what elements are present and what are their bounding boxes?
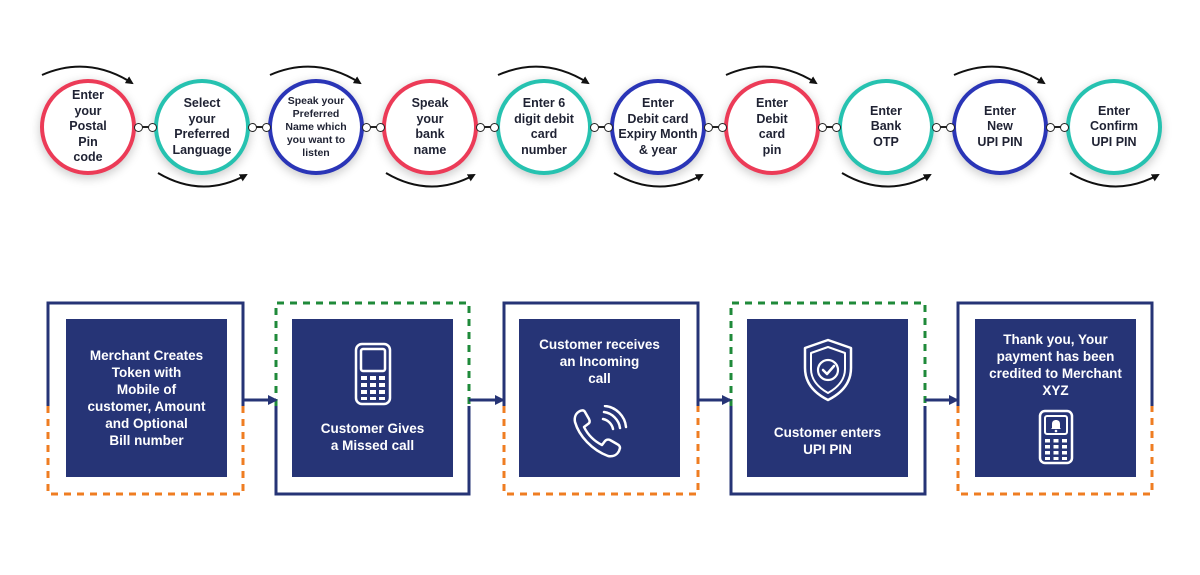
top-process-flow: Enter your Postal Pin code Select your P… [0,0,1200,230]
stage-frame-1 [46,301,245,496]
phone-bell-icon [1038,409,1073,465]
step-connector [366,126,380,128]
step-circle-bank-name: Speak your bank name [382,79,478,175]
stage-text-missed-call: Customer Gives a Missed call [320,421,425,453]
connector-dot [489,122,499,132]
stage-text-merchant-token: Merchant Creates Token with Mobile of cu… [87,348,206,448]
step-circle-new-upi-pin: Enter New UPI PIN [952,79,1048,175]
curved-arrow-bottom [385,172,476,188]
feature-phone-icon [354,342,391,406]
curved-arrow-bottom [157,172,248,188]
step-connector [1050,126,1064,128]
step-circle-bank-otp: Enter Bank OTP [838,79,934,175]
connector-dot [589,122,599,132]
step-label-bank-otp: Enter Bank OTP [870,103,902,149]
curved-arrow-top [497,65,590,85]
step-connector [822,126,836,128]
step-connector [480,126,494,128]
flow-arcs [41,65,1160,188]
connector-dot [375,122,385,132]
stage-card-incoming-call: Customer receives an Incoming call [519,319,680,477]
step-label-confirm-upi-pin: Enter Confirm UPI PIN [1090,103,1138,149]
step-connector [936,126,950,128]
stage-text-incoming-call: Customer receives an Incoming call [539,336,660,386]
step-label-preferred-name: Speak your Preferred Name which you want… [285,94,347,159]
curved-arrow-bottom [613,172,704,188]
curved-arrow-top [269,65,362,85]
connector-dot [261,122,271,132]
stage-frame-2 [274,301,471,496]
step-label-postal-pin: Enter your Postal Pin code [69,88,107,165]
stage-card-payment-credited: Thank you, Your payment has been credite… [975,319,1136,477]
curved-arrow-top [725,65,818,85]
stage-frame-3 [502,301,700,496]
stage-text-payment-credited: Thank you, Your payment has been credite… [989,332,1122,398]
shield-check-icon [803,338,852,402]
connector-dot [831,122,841,132]
stage-card-enter-upi-pin: Customer enters UPI PIN [747,319,908,477]
stage-frame-4 [729,301,927,496]
step-label-card-pin: Enter Debit card pin [756,96,788,157]
step-label-new-upi-pin: Enter New UPI PIN [977,103,1023,149]
step-label-bank-name: Speak your bank name [411,96,449,157]
connector-dot [133,122,143,132]
step-label-card-expiry: Enter Debit card Expiry Month & year [618,96,698,157]
curved-arrow-bottom [1069,172,1160,188]
step-connector [252,126,266,128]
step-label-language: Select your Preferred Language [172,96,232,157]
connector-dot [247,122,257,132]
step-circle-confirm-upi-pin: Enter Confirm UPI PIN [1066,79,1162,175]
connector-dot [931,122,941,132]
step-circle-card-pin: Enter Debit card pin [724,79,820,175]
connector-dot [1059,122,1069,132]
connector-dot [147,122,157,132]
connector-dot [603,122,613,132]
step-circle-card-number: Enter 6 digit debit card number [496,79,592,175]
connector-dot [361,122,371,132]
connector-dot [1045,122,1055,132]
phone-ringing-icon [573,404,627,457]
curved-arrow-bottom [841,172,932,188]
connector-dot [703,122,713,132]
stage-card-merchant-token: Merchant Creates Token with Mobile of cu… [66,319,227,477]
connector-dot [475,122,485,132]
step-label-card-number: Enter 6 digit debit card number [514,96,574,157]
connector-dot [817,122,827,132]
stage-text-enter-upi-pin: Customer enters UPI PIN [773,425,882,457]
connector-dot [945,122,955,132]
step-connector [138,126,152,128]
curved-arrow-top [41,65,134,85]
stage-frame-5 [956,301,1154,496]
step-connector [708,126,722,128]
step-connector [594,126,608,128]
stage-card-missed-call: Customer Gives a Missed call [292,319,453,477]
connector-dot [717,122,727,132]
curved-arrow-top [953,65,1046,85]
